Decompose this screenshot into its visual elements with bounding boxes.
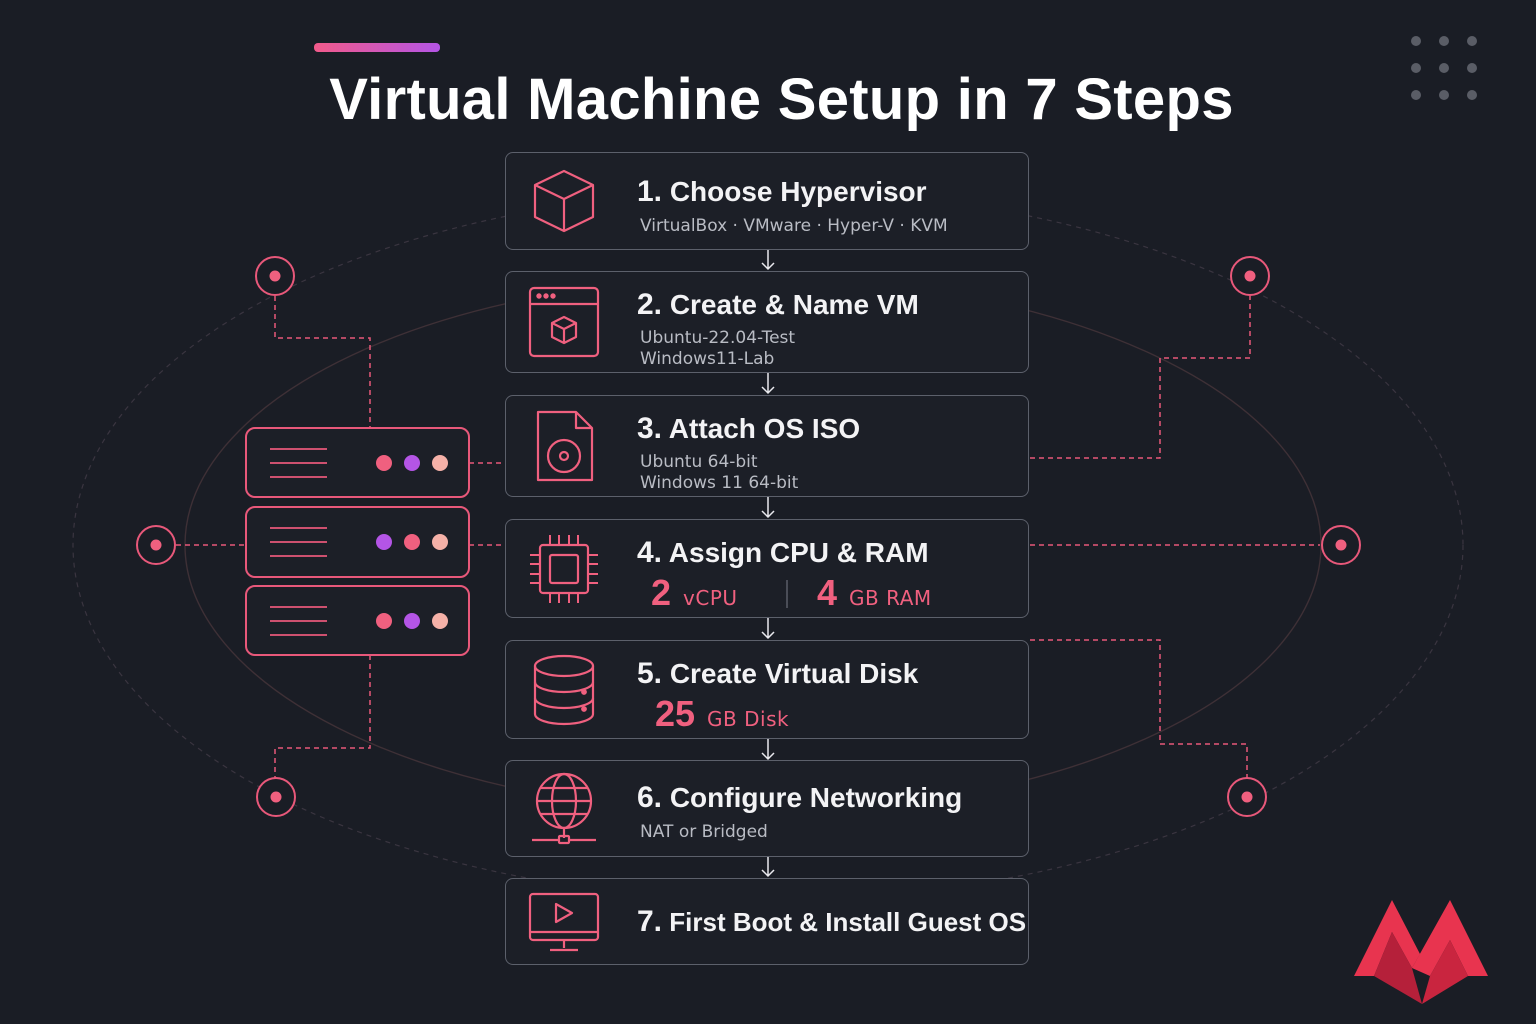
step-card-1: 1. Choose Hypervisor VirtualBox · VMware…	[505, 152, 1029, 250]
server-rack-icon	[245, 427, 470, 656]
cpu-chip-icon	[530, 534, 598, 603]
step-card-2: 2. Create & Name VM Ubuntu-22.04-Test Wi…	[505, 271, 1029, 373]
step-subtitle: Ubuntu-22.04-Test	[640, 328, 796, 348]
step-subtitle: VirtualBox · VMware · Hyper-V · KVM	[640, 216, 948, 236]
brand-logo-icon	[1354, 900, 1488, 1004]
step-card-6: 6. Configure Networking NAT or Bridged	[505, 760, 1029, 857]
step-card-7: 7. First Boot & Install Guest OS	[505, 878, 1029, 965]
step-title: 5. Create Virtual Disk	[637, 657, 919, 690]
step-subtitle: Ubuntu 64-bit	[640, 452, 758, 472]
step-arrows	[761, 250, 775, 878]
database-icon	[533, 654, 595, 725]
disc-file-icon	[536, 410, 594, 482]
step-title: 2. Create & Name VM	[637, 288, 919, 321]
globe-network-icon	[532, 772, 596, 844]
step-title: 4. Assign CPU & RAM	[637, 536, 929, 569]
step-subtitle: Windows 11 64-bit	[640, 473, 799, 493]
metric-divider	[786, 580, 788, 608]
step-title: 7. First Boot & Install Guest OS	[637, 905, 1027, 938]
dot-grid-icon	[1411, 36, 1477, 100]
step-card-3: 3. Attach OS ISO Ubuntu 64-bit Windows 1…	[505, 395, 1029, 497]
step-subtitle: NAT or Bridged	[640, 822, 768, 842]
page-title: Virtual Machine Setup in 7 Steps	[329, 67, 1234, 132]
step-title: 1. Choose Hypervisor	[637, 175, 927, 208]
orbit-outer	[72, 189, 1464, 901]
browser-window-icon	[528, 286, 600, 358]
monitor-play-icon	[528, 892, 600, 951]
step-subtitle: Windows11-Lab	[640, 349, 775, 369]
step-title: 3. Attach OS ISO	[637, 412, 861, 445]
cube-icon	[533, 169, 595, 233]
connector-node-icon	[136, 256, 1361, 817]
connector-lines	[176, 296, 1320, 778]
title-accent-bar	[314, 43, 440, 52]
step-title: 6. Configure Networking	[637, 781, 963, 814]
